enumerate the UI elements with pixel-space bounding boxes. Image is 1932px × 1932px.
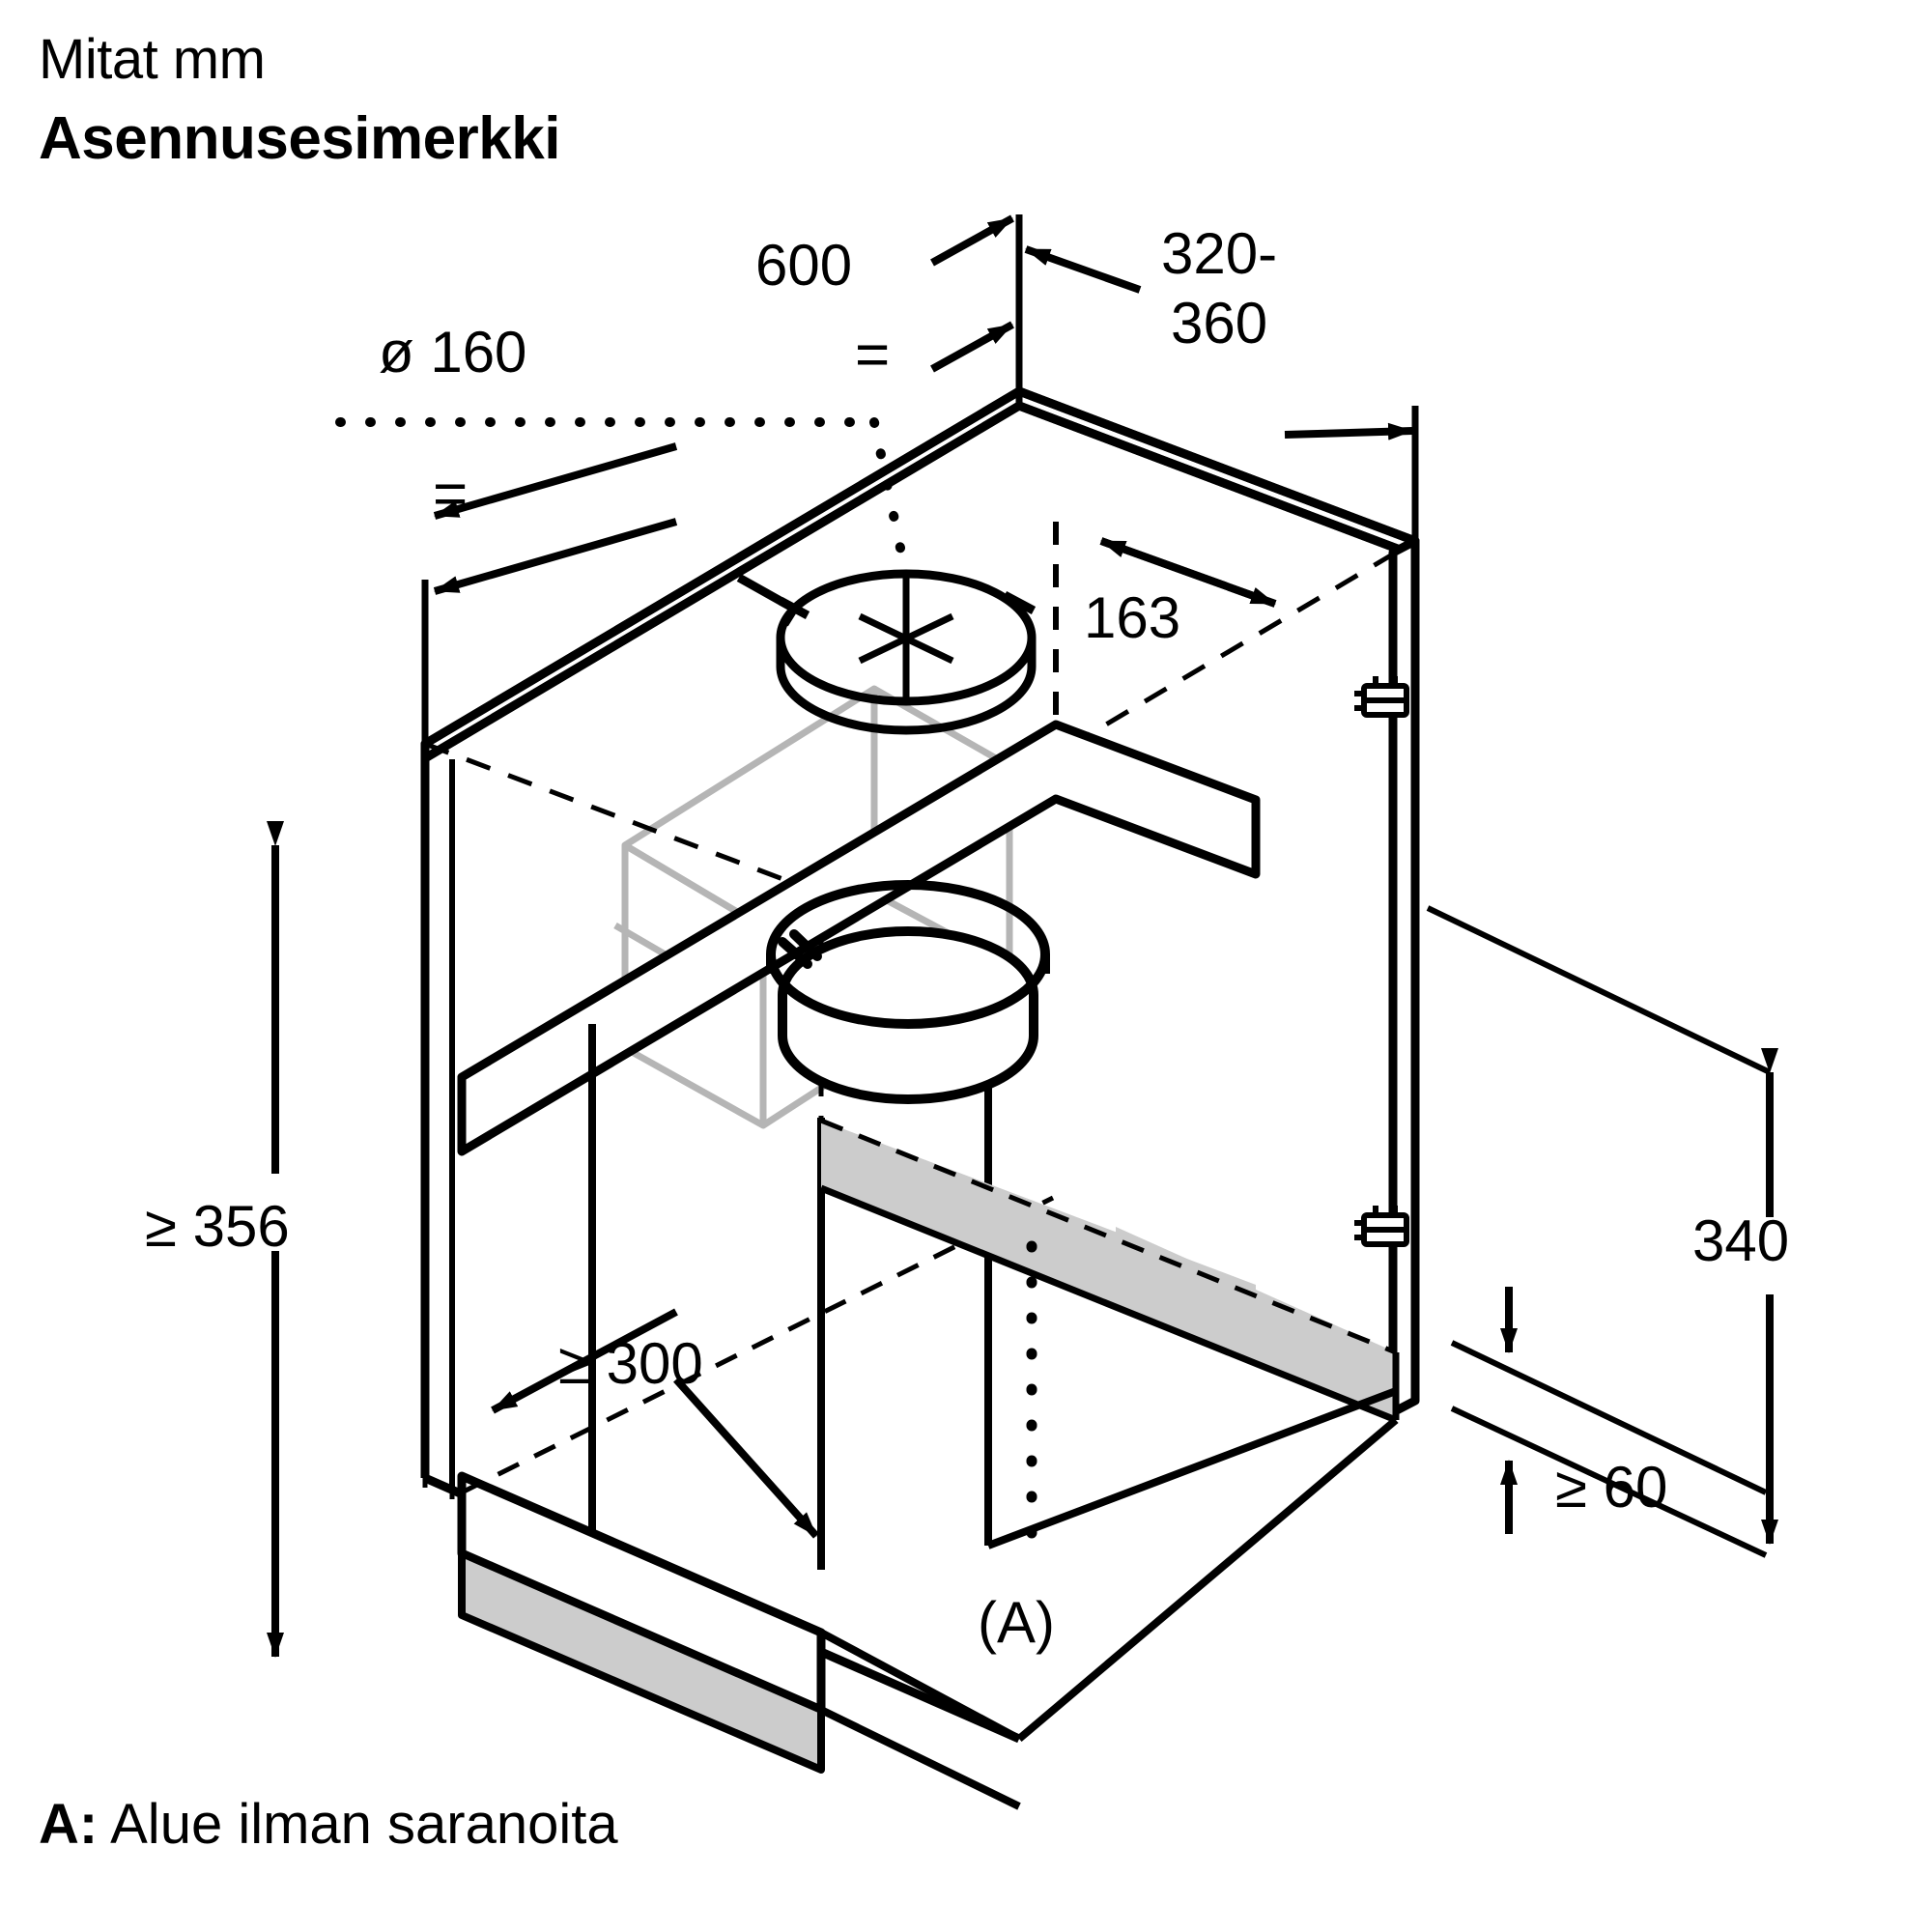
dim-label-panel-height: 340 [1692,1208,1789,1273]
dim-label-diameter: ø 160 [379,320,526,384]
equality-mark-right: = [855,322,890,388]
duct-clamp-lower [778,929,822,969]
dim-panel-height: 340 [1426,905,1789,1545]
legend-caption: A: Alue ilman saranoita [39,1792,618,1857]
duct-opening-top [776,569,1037,735]
zone-a-shading-outline [819,1184,1400,1424]
hinge-clip-upper-icon [1354,676,1409,718]
duct-bracket-top [736,574,1037,627]
equality-mark-left: = [433,461,468,527]
dim-label-min-inner: ≥ 300 [558,1331,703,1396]
dim-cabinet-width: 600 [421,214,1023,763]
callout-label-zone-a: (A) [978,1590,1055,1655]
dim-label-width: 600 [755,233,852,298]
dim-label-depth-line1: 320- [1161,221,1277,286]
dim-duct-diameter: ø 160 [335,320,911,581]
dim-min-inner-height: ≥ 300 [491,1308,819,1539]
cabinet-bottom-rails [986,1387,1399,1743]
duct-flange-lower [766,880,1050,1029]
zone-a-shading-hidden [820,1118,1397,1355]
dim-label-min-height: ≥ 356 [145,1194,290,1259]
callout-zone-a: (A) [978,1240,1055,1655]
cabinet-middle-shelf-edges [458,721,1260,1155]
equality-label-left: = [433,461,468,527]
legend-text: Alue ilman saranoita [110,1793,618,1856]
dim-min-gap: ≥ 60 [1450,1287,1768,1558]
dim-cabinet-depth: 320- 360 [1015,214,1419,555]
dim-label-depth-line2: 360 [1171,291,1267,355]
dim-duct-offset: 163 [1053,522,1277,734]
zone-a-shading [821,1121,1396,1420]
legend-marker: A: [39,1793,99,1856]
duct-crosshair-top [858,576,954,699]
cabinet-hidden-verticals [422,758,455,1499]
hinge-clip-lower-icon [1354,1206,1409,1247]
cabinet-base-edges [460,1472,1021,1810]
dim-label-offset: 163 [1084,585,1180,650]
cabinet-base-panel-shade [458,1549,825,1774]
cabinet-base-hidden [460,1195,1055,1495]
cabinet-interior-verticals [588,1024,992,1570]
dim-label-min-gap: ≥ 60 [1555,1455,1667,1520]
page-title: Asennusesimerkki [39,105,560,172]
equality-label-right: = [855,322,890,388]
dim-min-height: ≥ 356 [145,821,290,1658]
page-title-units: Mitat mm [39,28,266,91]
